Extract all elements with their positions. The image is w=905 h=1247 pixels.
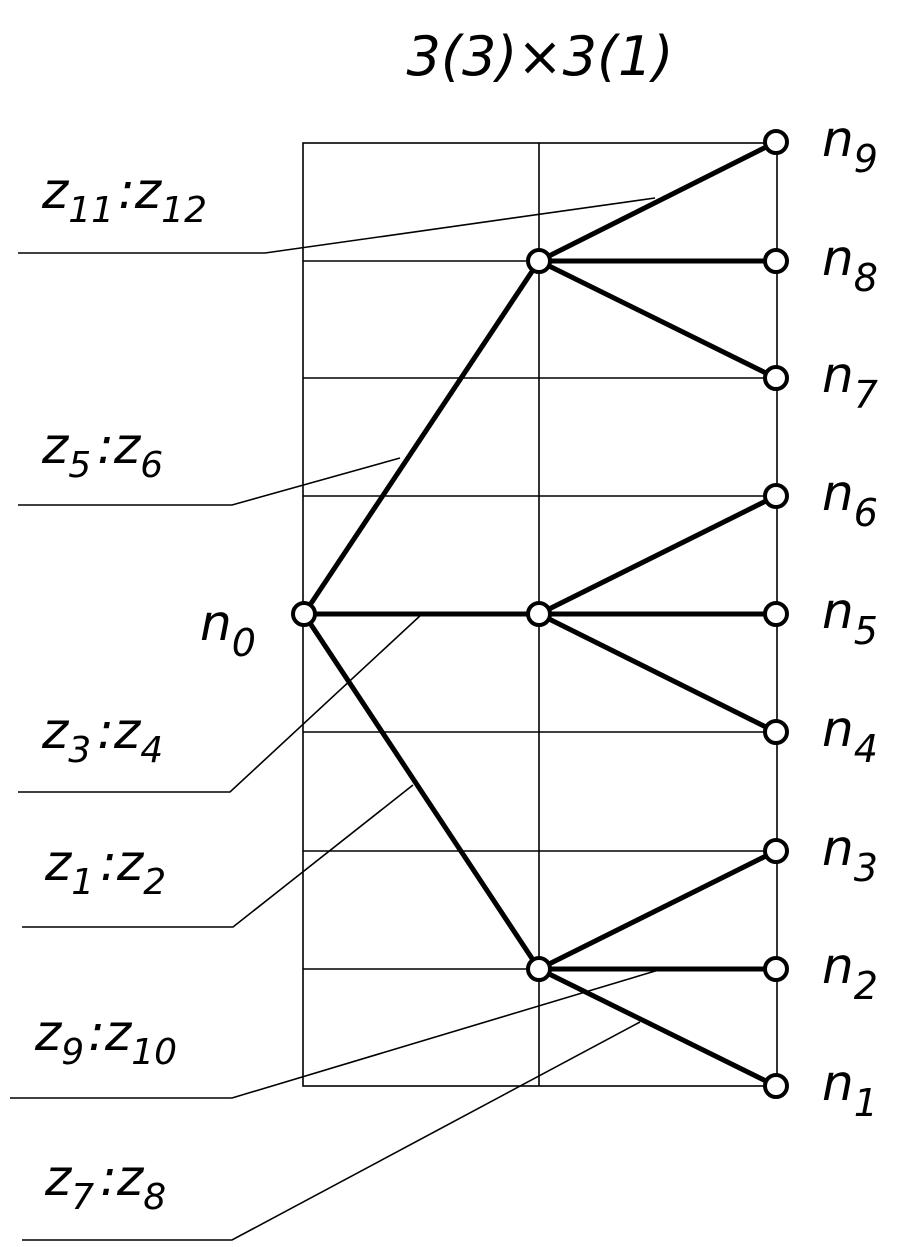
output-label: n1 [822,1054,878,1125]
leader-line [22,784,414,928]
node-n9 [763,129,789,155]
ray-group1-up [301,258,542,617]
node-n5 [763,601,789,627]
ray-group2-down [536,966,779,1089]
ray-group1-down [301,611,542,972]
node-n1 [763,1073,789,1099]
output-label: n6 [822,464,878,535]
node-intermediate [526,248,552,274]
gear-pair-label: z1:z2 [44,834,166,903]
output-label: n7 [822,346,878,417]
leader-line [18,197,656,254]
node-n0 [291,601,317,627]
gear-pair-label: z9:z10 [34,1004,177,1073]
gear-pair-label: z3:z4 [41,702,163,771]
output-labels: n9 n8 n7 n6 n5 n4 n3 n2 n1 [822,110,878,1125]
node-n4 [763,719,789,745]
leader-line [10,968,663,1099]
ray-group2-up [536,139,779,264]
output-label: n4 [822,700,878,771]
diagram-title: 3(3)×3(1) [407,25,674,88]
transmission-rays [301,139,779,1089]
ray-group2-down [536,258,779,381]
gear-pair-label: z11:z12 [41,162,207,231]
leader-line [18,457,401,506]
output-label: n5 [822,582,878,653]
leader-lines [10,197,663,1241]
node-n8 [763,248,789,274]
node-intermediate [526,956,552,982]
gear-pair-label: z5:z6 [41,417,163,486]
node-n7 [763,365,789,391]
output-label: n3 [822,819,878,890]
node-n3 [763,838,789,864]
node-n6 [763,483,789,509]
ray-group2-up [536,848,779,972]
nodes [291,129,789,1099]
leader-line [22,1021,641,1241]
output-label: n2 [822,937,878,1008]
leader-line [18,613,423,793]
gear-pair-labels: z11:z12 z5:z6 z3:z4 z1:z2 z9:z10 z7:z8 [34,162,207,1218]
ray-group2-down [536,611,779,735]
output-label: n8 [822,229,878,300]
node-n2 [763,956,789,982]
node-intermediate [526,601,552,627]
source-label: n0 [200,594,256,665]
output-label: n9 [822,110,878,181]
ray-group2-up [536,493,779,617]
gear-pair-label: z7:z8 [44,1149,166,1218]
